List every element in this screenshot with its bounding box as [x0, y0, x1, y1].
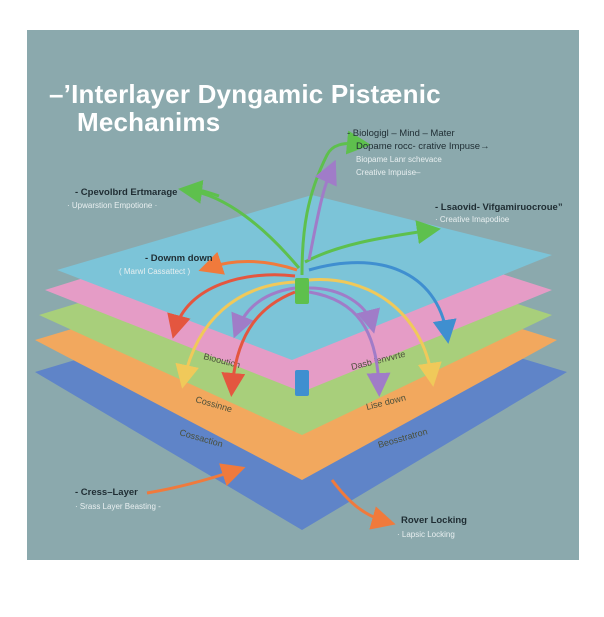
diagram-canvas: Biooution Dasb Ienvvrte Cossinne Lise do… — [35, 130, 567, 530]
arrow-purple-up — [307, 159, 337, 261]
title-line-1: –’Interlayer Dyngamic Pistænic — [49, 79, 441, 109]
arrow-orange-lower-locking — [330, 479, 396, 530]
annotation-right-sub: · Creative Imapodioe — [435, 215, 510, 224]
annotation-top-right-line2: Dopame rocc- crative Impuse→ — [356, 141, 490, 152]
arrow-orange-top-left — [198, 251, 298, 275]
arrow-purple-left — [231, 286, 296, 339]
annotation-top-right-line1: - Biologigl – Mind – Mater — [347, 128, 455, 139]
annotation-right-label: - Lsaovid- Vifgamiruocroue” — [435, 202, 563, 213]
annotation-top-right-line3: Biopame Lanr schevace — [356, 155, 442, 164]
arrow-green-right — [304, 220, 441, 264]
diagram-panel: Biooution Dasb Ienvvrte Cossinne Lise do… — [27, 30, 579, 560]
annotation-bottom-left-label: - Cress–Layer — [75, 487, 138, 498]
arrow-green-left — [178, 179, 301, 269]
diagram-title: –’Interlayer Dyngamic Pistænic Mechanims — [49, 80, 441, 136]
arrow-purple-right-down — [308, 290, 391, 397]
arrow-green-cevolbrd — [184, 188, 220, 198]
annotation-mid-left-sub: ( Marwl Cassattect ) — [119, 267, 191, 276]
arrow-yellow-right — [308, 278, 442, 387]
central-node-top — [295, 278, 309, 304]
annotation-upper-left-label: - Cpevolbrd Ertmarage — [75, 187, 178, 198]
annotation-bottom-left-sub: · Srass Layer Beasting - — [75, 502, 161, 511]
arrow-blue-right — [308, 261, 457, 344]
central-node-bottom — [295, 370, 309, 396]
annotation-mid-left-label: - Downm down — [145, 253, 213, 264]
annotation-top-right-line4: Creative Impuise– — [356, 168, 421, 177]
arrow-red-down — [221, 290, 296, 397]
annotation-upper-left-sub: · Upwarstion Empotione · — [67, 201, 158, 210]
arrow-red-left — [167, 273, 296, 339]
arrow-yellow-left — [175, 280, 296, 389]
arrow-purple-down-right — [308, 286, 380, 334]
title-line-2: Mechanims — [77, 107, 221, 137]
annotation-bottom-right-label: Rover Locking — [401, 515, 467, 526]
arrow-orange-cross-layer-left — [146, 463, 246, 495]
annotation-bottom-right-sub: · Lapsic Locking — [397, 530, 455, 539]
